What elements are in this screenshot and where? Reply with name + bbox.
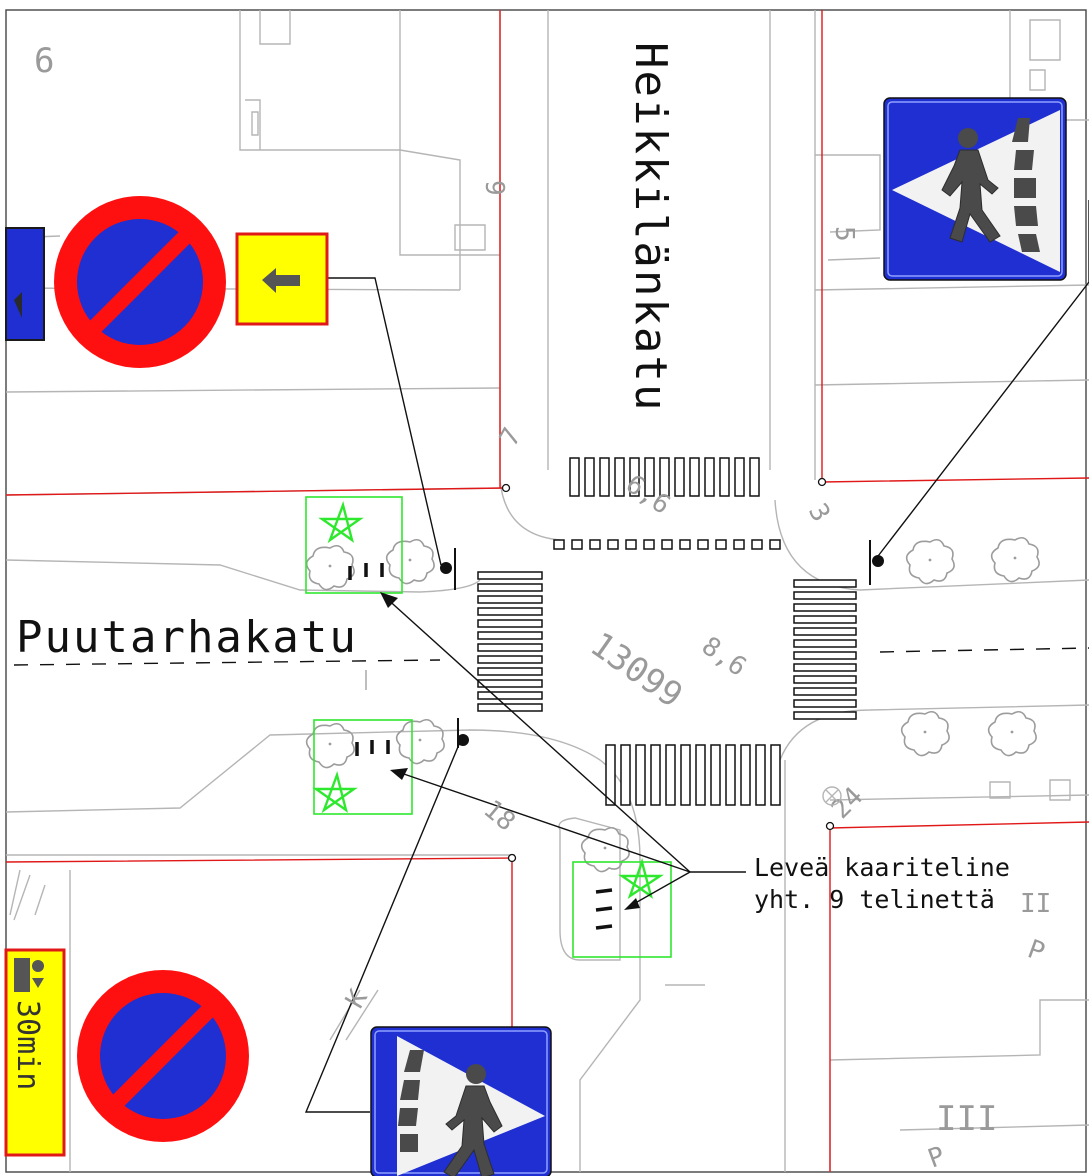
crosswalk-west [477, 571, 543, 712]
leader-arrowheads [380, 592, 640, 910]
street-name-vertical: Heikkilänkatu [625, 42, 676, 412]
block-number: 5 [829, 226, 859, 242]
tree-icon [580, 826, 630, 873]
annotation-line-1: Leveä kaariteline [754, 853, 1010, 882]
street-name-horizontal: Puutarhakatu [16, 612, 358, 663]
bike-rack-north-west [305, 496, 403, 594]
star-marker-icon [318, 500, 364, 544]
tree-icon [987, 710, 1037, 757]
parking-duration: 30min [10, 1000, 45, 1090]
bike-rack-island [572, 857, 672, 958]
crosswalk-south [605, 744, 781, 806]
bike-rack-icon [348, 563, 384, 580]
block-label: II [1020, 889, 1051, 919]
star-marker-icon [618, 857, 664, 899]
centre-lines [13, 647, 1089, 666]
bike-rack-south-west [312, 719, 413, 815]
partial-sign-left [5, 227, 45, 341]
no-parking-sign-icon [77, 970, 249, 1142]
block-number: 7 [494, 423, 528, 452]
block-label: III [936, 1099, 997, 1139]
pedestrian-crossing-sign-icon [370, 1026, 552, 1176]
tree-icon [385, 538, 435, 585]
tree-icon [900, 710, 950, 757]
survey-marker [822, 786, 842, 806]
bike-rack-icon [595, 888, 613, 930]
block-label: P [924, 1141, 949, 1175]
dotted-lane-line [553, 539, 781, 550]
crosswalk-east [793, 579, 857, 720]
direction-plate [235, 232, 329, 326]
corner-markers [501, 477, 835, 863]
block-label: P [1024, 934, 1049, 968]
block-number: 9 [479, 180, 509, 196]
leader-lines [304, 200, 1089, 1113]
block-number: 24 [826, 782, 869, 825]
block-number-center: 13099 [583, 625, 690, 716]
annotation-line-2: yht. 9 telinettä [754, 885, 995, 914]
block-number: 6 [34, 41, 54, 81]
arrow-left-icon [262, 268, 300, 293]
no-parking-sign-icon [54, 196, 226, 368]
bike-rack-icon [355, 740, 390, 756]
block-value: 8,6 [696, 631, 752, 683]
parking-time-plate [4, 948, 66, 1157]
tree-icon [305, 544, 355, 591]
tree-icon [395, 718, 445, 765]
star-marker-icon [312, 770, 358, 814]
tree-icon [990, 536, 1040, 583]
road-edges [5, 10, 1089, 1172]
pedestrian-crossing-sign-icon [883, 97, 1067, 281]
tree-icon [905, 538, 955, 585]
parking-disc-icon [14, 958, 44, 992]
crosswalk-north [569, 457, 760, 497]
block-number: 3 [802, 499, 836, 528]
